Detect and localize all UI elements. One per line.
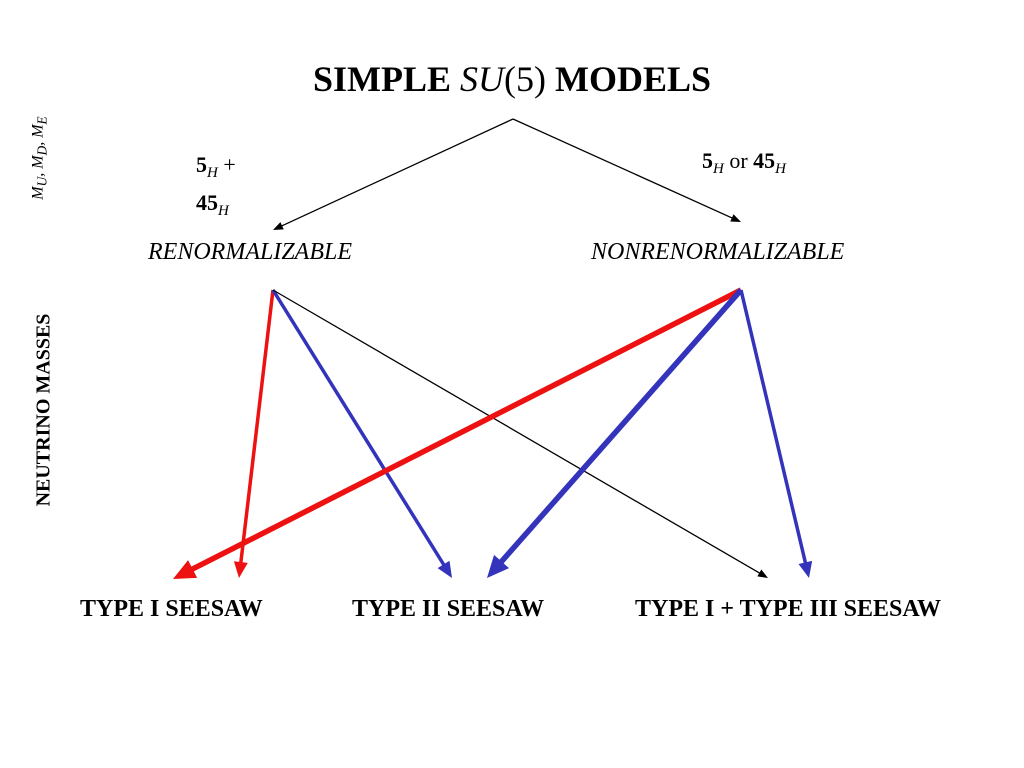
arrow-nonrenormalizable-to-type1: [173, 287, 743, 579]
arrow-nonrenormalizable-to-type13: [739, 289, 813, 578]
mass-sub-u: U: [34, 176, 50, 187]
left-branch-label: 5H + 45H: [196, 150, 236, 226]
arrow-line: [190, 287, 743, 572]
type13-seesaw-label: TYPE I + TYPE III SEESAW: [635, 596, 941, 622]
right-or: or: [723, 148, 754, 173]
left-sub-h2: H: [218, 203, 229, 219]
arrow-line: [280, 118, 514, 227]
arrow-line: [272, 289, 761, 575]
left-fortyfive: 45: [196, 190, 218, 215]
arrow-layer: [173, 118, 813, 579]
title-su: SU: [460, 59, 504, 99]
type2-seesaw-label: TYPE II SEESAW: [352, 596, 545, 622]
mass-sub-e: E: [34, 116, 50, 125]
type1-seesaw-label: TYPE I SEESAW: [80, 596, 263, 622]
arrow-renormalizable-to-type13: [272, 289, 768, 578]
arrow-apex-to-nonrenormalizable: [512, 118, 741, 222]
title-five: (5): [504, 59, 546, 99]
arrow-head: [173, 560, 198, 579]
title-models: MODELS: [545, 59, 712, 99]
left-plus: +: [217, 152, 236, 177]
arrow-head: [757, 569, 768, 578]
mass-sub-d: D: [34, 145, 50, 156]
mass-m-e: M: [29, 124, 47, 138]
left-five: 5: [196, 152, 207, 177]
arrow-line: [498, 288, 744, 565]
arrow-line: [239, 289, 275, 564]
arrow-renormalizable-to-type2: [271, 289, 452, 578]
arrow-line: [271, 289, 446, 567]
mass-m-d: M: [29, 155, 47, 169]
mass-sep-1: ,: [29, 168, 47, 177]
neutrino-masses-label: NEUTRINO MASSES: [32, 313, 55, 507]
renormalizable-node: RENORMALIZABLE: [148, 239, 352, 265]
nonrenormalizable-node: NONRENORMALIZABLE: [591, 239, 845, 265]
mass-m-u: M: [29, 186, 47, 200]
arrow-head: [437, 560, 452, 578]
mass-sep-2: ,: [29, 137, 47, 146]
mass-matrices-label: MU, MD, ME: [29, 116, 50, 199]
arrow-head: [798, 560, 813, 578]
slide-title: SIMPLE SU(5) MODELS: [0, 58, 1024, 100]
right-sub-h2: H: [775, 161, 787, 177]
arrow-renormalizable-to-type1: [233, 289, 275, 578]
arrow-head: [730, 214, 741, 222]
arrow-apex-to-renormalizable: [273, 118, 514, 230]
right-fortyfive: 45: [753, 148, 776, 173]
arrow-head: [487, 554, 510, 578]
right-sub-h: H: [713, 161, 724, 177]
title-simple: SIMPLE: [312, 59, 460, 99]
arrow-line: [512, 118, 734, 219]
right-branch-label: 5H or 45H: [702, 148, 786, 178]
right-five: 5: [702, 148, 713, 173]
arrow-line: [739, 289, 808, 564]
arrow-head: [273, 222, 284, 230]
arrow-nonrenormalizable-to-type2: [487, 288, 744, 578]
left-sub-h: H: [207, 165, 218, 181]
arrow-head: [233, 561, 248, 578]
